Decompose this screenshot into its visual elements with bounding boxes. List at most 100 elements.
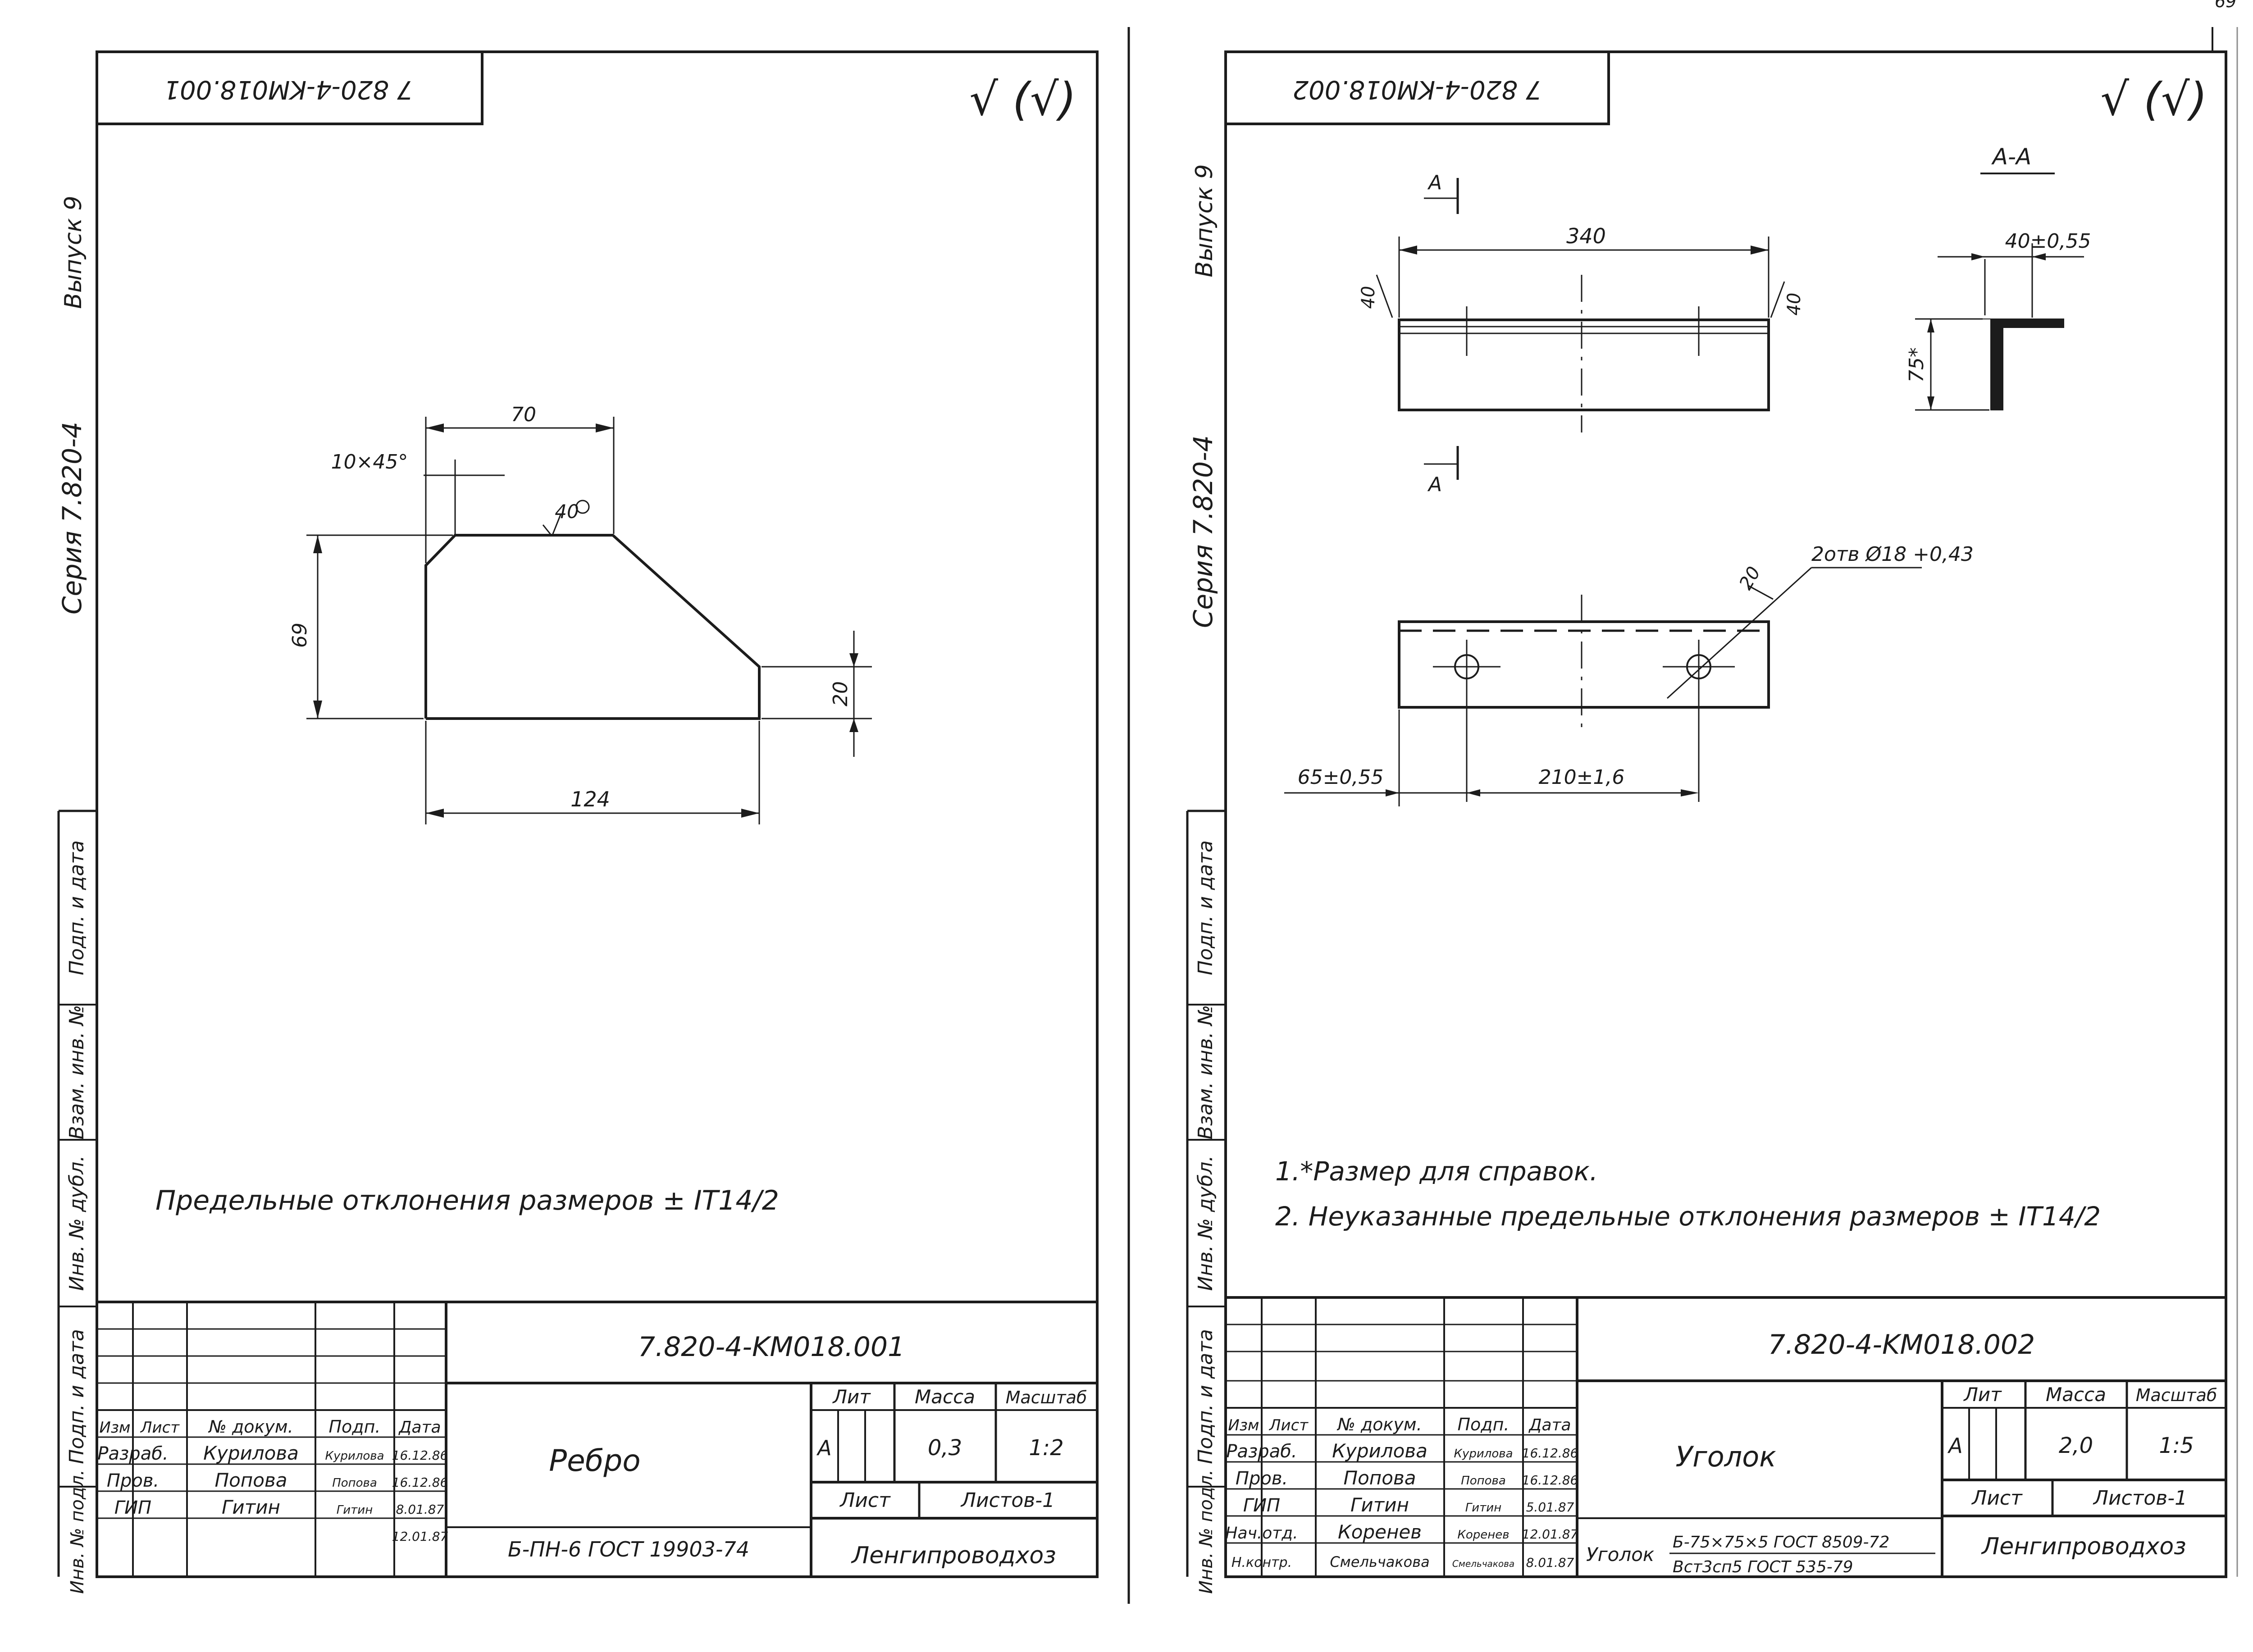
left-scale-value: 1:2: [1029, 1435, 1063, 1461]
right-row-1-name: Курилова: [1332, 1440, 1428, 1462]
left-dim-chamfer: 10×45°: [331, 451, 408, 473]
right-stamp-name: Уголок: [1675, 1440, 1776, 1473]
left-row-3-name: Гитин: [222, 1496, 280, 1518]
right-top-view: А А 340 40 40: [1358, 171, 1805, 496]
left-hdr-sheets: Листов-1: [960, 1489, 1055, 1512]
right-dim-holes: 2отв Ø18 +0,43: [1811, 543, 1974, 566]
right-row-1-date: 16.12.86: [1522, 1446, 1578, 1461]
left-dim-height: 69: [288, 623, 311, 648]
right-title-block: Изм Лист № докум. Подп. Дата Разраб. Кур…: [1225, 1296, 2226, 1577]
right-margin-label-3: Инв. № дубл.: [1194, 1155, 1217, 1291]
left-hdr-lit: Лит: [832, 1386, 871, 1408]
right-arrow-label-bottom: А: [1427, 473, 1442, 496]
left-note: Предельные отклонения размеров ± IT14/2: [155, 1185, 779, 1216]
right-side-vypusk: Выпуск 9: [1191, 164, 1218, 277]
page-number: 69: [2215, 0, 2236, 11]
right-row-3-name: Гитин: [1350, 1494, 1409, 1516]
right-margin-strip: Подп. и дата Взам. инв. № Инв. № дубл. П…: [1186, 810, 1226, 1594]
left-row-2-date: 16.12.86: [392, 1475, 448, 1490]
left-code-stamp: 7 820-4-KM018.001: [164, 75, 413, 104]
right-arrow-label-top: А: [1427, 171, 1442, 194]
left-hdr-mass: Масса: [915, 1386, 975, 1408]
right-row-5-role: Н.контр.: [1231, 1555, 1292, 1570]
right-stamp-material-bottom: Вст3сп5 ГОСТ 535-79: [1673, 1558, 1853, 1576]
left-dim-top: 70: [511, 403, 536, 426]
right-row-4-name: Коренев: [1338, 1521, 1422, 1543]
right-dim-hole-weld: 20: [1735, 563, 1765, 593]
left-margin-label-3: Инв. № дубл.: [65, 1155, 88, 1291]
right-dim-weld-left: 40: [1358, 286, 1379, 309]
left-col-list: Лист: [140, 1419, 180, 1437]
right-stamp-org: Ленгипроводхоз: [1981, 1533, 2186, 1560]
sheet-left: 7 820-4-KM018.001 √ (√) Выпуск 9 Серия 7…: [57, 50, 1099, 1594]
right-row-1-role: Разраб.: [1226, 1441, 1297, 1462]
left-hdr-scale: Масштаб: [1006, 1388, 1087, 1407]
left-col-doc: № докум.: [208, 1417, 293, 1437]
left-stamp-code: 7.820-4-KM018.001: [638, 1331, 905, 1363]
right-hdr-lit: Лит: [1963, 1383, 2002, 1406]
right-scale-value: 1:5: [2159, 1433, 2194, 1458]
right-hdr-sheets: Листов-1: [2093, 1487, 2187, 1510]
right-margin-label-5: Инв. № подл.: [1196, 1470, 1217, 1594]
right-row-5-name: Смельчакова: [1330, 1553, 1429, 1570]
left-col-date: Дата: [398, 1418, 441, 1437]
right-col-sign: Подп.: [1457, 1415, 1509, 1434]
right-col-izm: Изм: [1228, 1416, 1259, 1434]
right-front-view: 2отв Ø18 +0,43 20 65±0,55 210±1,6: [1284, 543, 1974, 806]
left-hdr-sheet: Лист: [839, 1489, 891, 1512]
right-section-aa: А-А 40±0,55 75*: [1905, 144, 2091, 411]
right-row-3-role: ГИП: [1243, 1495, 1280, 1516]
right-lit-value: А: [1947, 1434, 1962, 1458]
left-row-1-date: 16.12.86: [392, 1448, 448, 1463]
left-row-3-role: ГИП: [114, 1497, 151, 1518]
left-row-2-name: Попова: [215, 1469, 287, 1491]
right-row-2-name: Попова: [1344, 1467, 1416, 1489]
right-code-stamp-box: [1224, 50, 1610, 125]
left-row-1-role: Разраб.: [97, 1443, 168, 1464]
left-dim-bottom: 124: [570, 787, 610, 811]
right-dim-length: 340: [1566, 224, 1606, 248]
left-row-1-sign: Курилова: [325, 1449, 384, 1463]
left-row-1-name: Курилова: [203, 1442, 299, 1464]
right-code-stamp: 7 820-4-KM018.002: [1293, 75, 1542, 104]
right-row-3-date: 5.01.87: [1526, 1500, 1574, 1515]
right-side-seria: Серия 7.820-4: [1188, 435, 1218, 628]
left-code-stamp-box: [96, 50, 483, 125]
left-margin-label-2: Взам. инв. №: [65, 1005, 88, 1140]
left-margin-label-5: Инв. № подл.: [67, 1470, 88, 1594]
left-col-izm: Изм: [99, 1419, 130, 1437]
right-col-date: Дата: [1528, 1416, 1571, 1434]
right-hdr-mass: Масса: [2046, 1383, 2106, 1406]
left-col-sign: Подп.: [328, 1417, 380, 1437]
left-margin-label-1: Подп. и дата: [65, 840, 88, 975]
right-note-1: 1.*Размер для справок.: [1275, 1156, 1598, 1187]
left-row-4-date: 12.01.87: [392, 1529, 448, 1544]
right-row-5-date: 8.01.87: [1526, 1555, 1574, 1570]
right-row-2-sign: Попова: [1461, 1474, 1506, 1488]
right-stamp-material-prefix: Уголок: [1586, 1543, 1655, 1566]
right-margin-label-1: Подп. и дата: [1194, 840, 1217, 975]
left-dim-weld: 40: [555, 501, 579, 523]
left-lit-value: А: [816, 1436, 831, 1460]
right-col-doc: № докум.: [1336, 1415, 1422, 1434]
left-margin-label-4: Подп. и дата: [65, 1329, 88, 1464]
left-row-3-sign: Гитин: [337, 1503, 373, 1517]
left-row-2-sign: Попова: [332, 1476, 377, 1490]
right-row-1-sign: Курилова: [1454, 1447, 1513, 1461]
left-roughness-symbol: √ (√): [969, 73, 1076, 126]
left-side-seria: Серия 7.820-4: [57, 422, 87, 614]
left-title-block: Изм Лист № докум. Подп. Дата Разраб. Кур…: [97, 1301, 1097, 1577]
right-col-list: Лист: [1268, 1416, 1309, 1434]
left-stamp-org: Ленгипроводхоз: [851, 1542, 1056, 1569]
right-dim-edge-offset: 65±0,55: [1298, 766, 1384, 789]
left-dim-right-height: 20: [829, 681, 852, 706]
right-mass-value: 2,0: [2059, 1433, 2093, 1458]
right-stamp-material-top: Б-75×75×5 ГОСТ 8509-72: [1673, 1533, 1889, 1552]
right-row-3-sign: Гитин: [1465, 1501, 1501, 1515]
right-note-2: 2. Неуказанные предельные отклонения раз…: [1275, 1201, 2101, 1232]
left-frame: [96, 50, 1099, 1578]
left-mass-value: 0,3: [928, 1435, 962, 1461]
right-margin-label-4: Подп. и дата: [1194, 1329, 1217, 1464]
left-part-drawing: 70 10×45° 40 69 20: [288, 403, 872, 824]
